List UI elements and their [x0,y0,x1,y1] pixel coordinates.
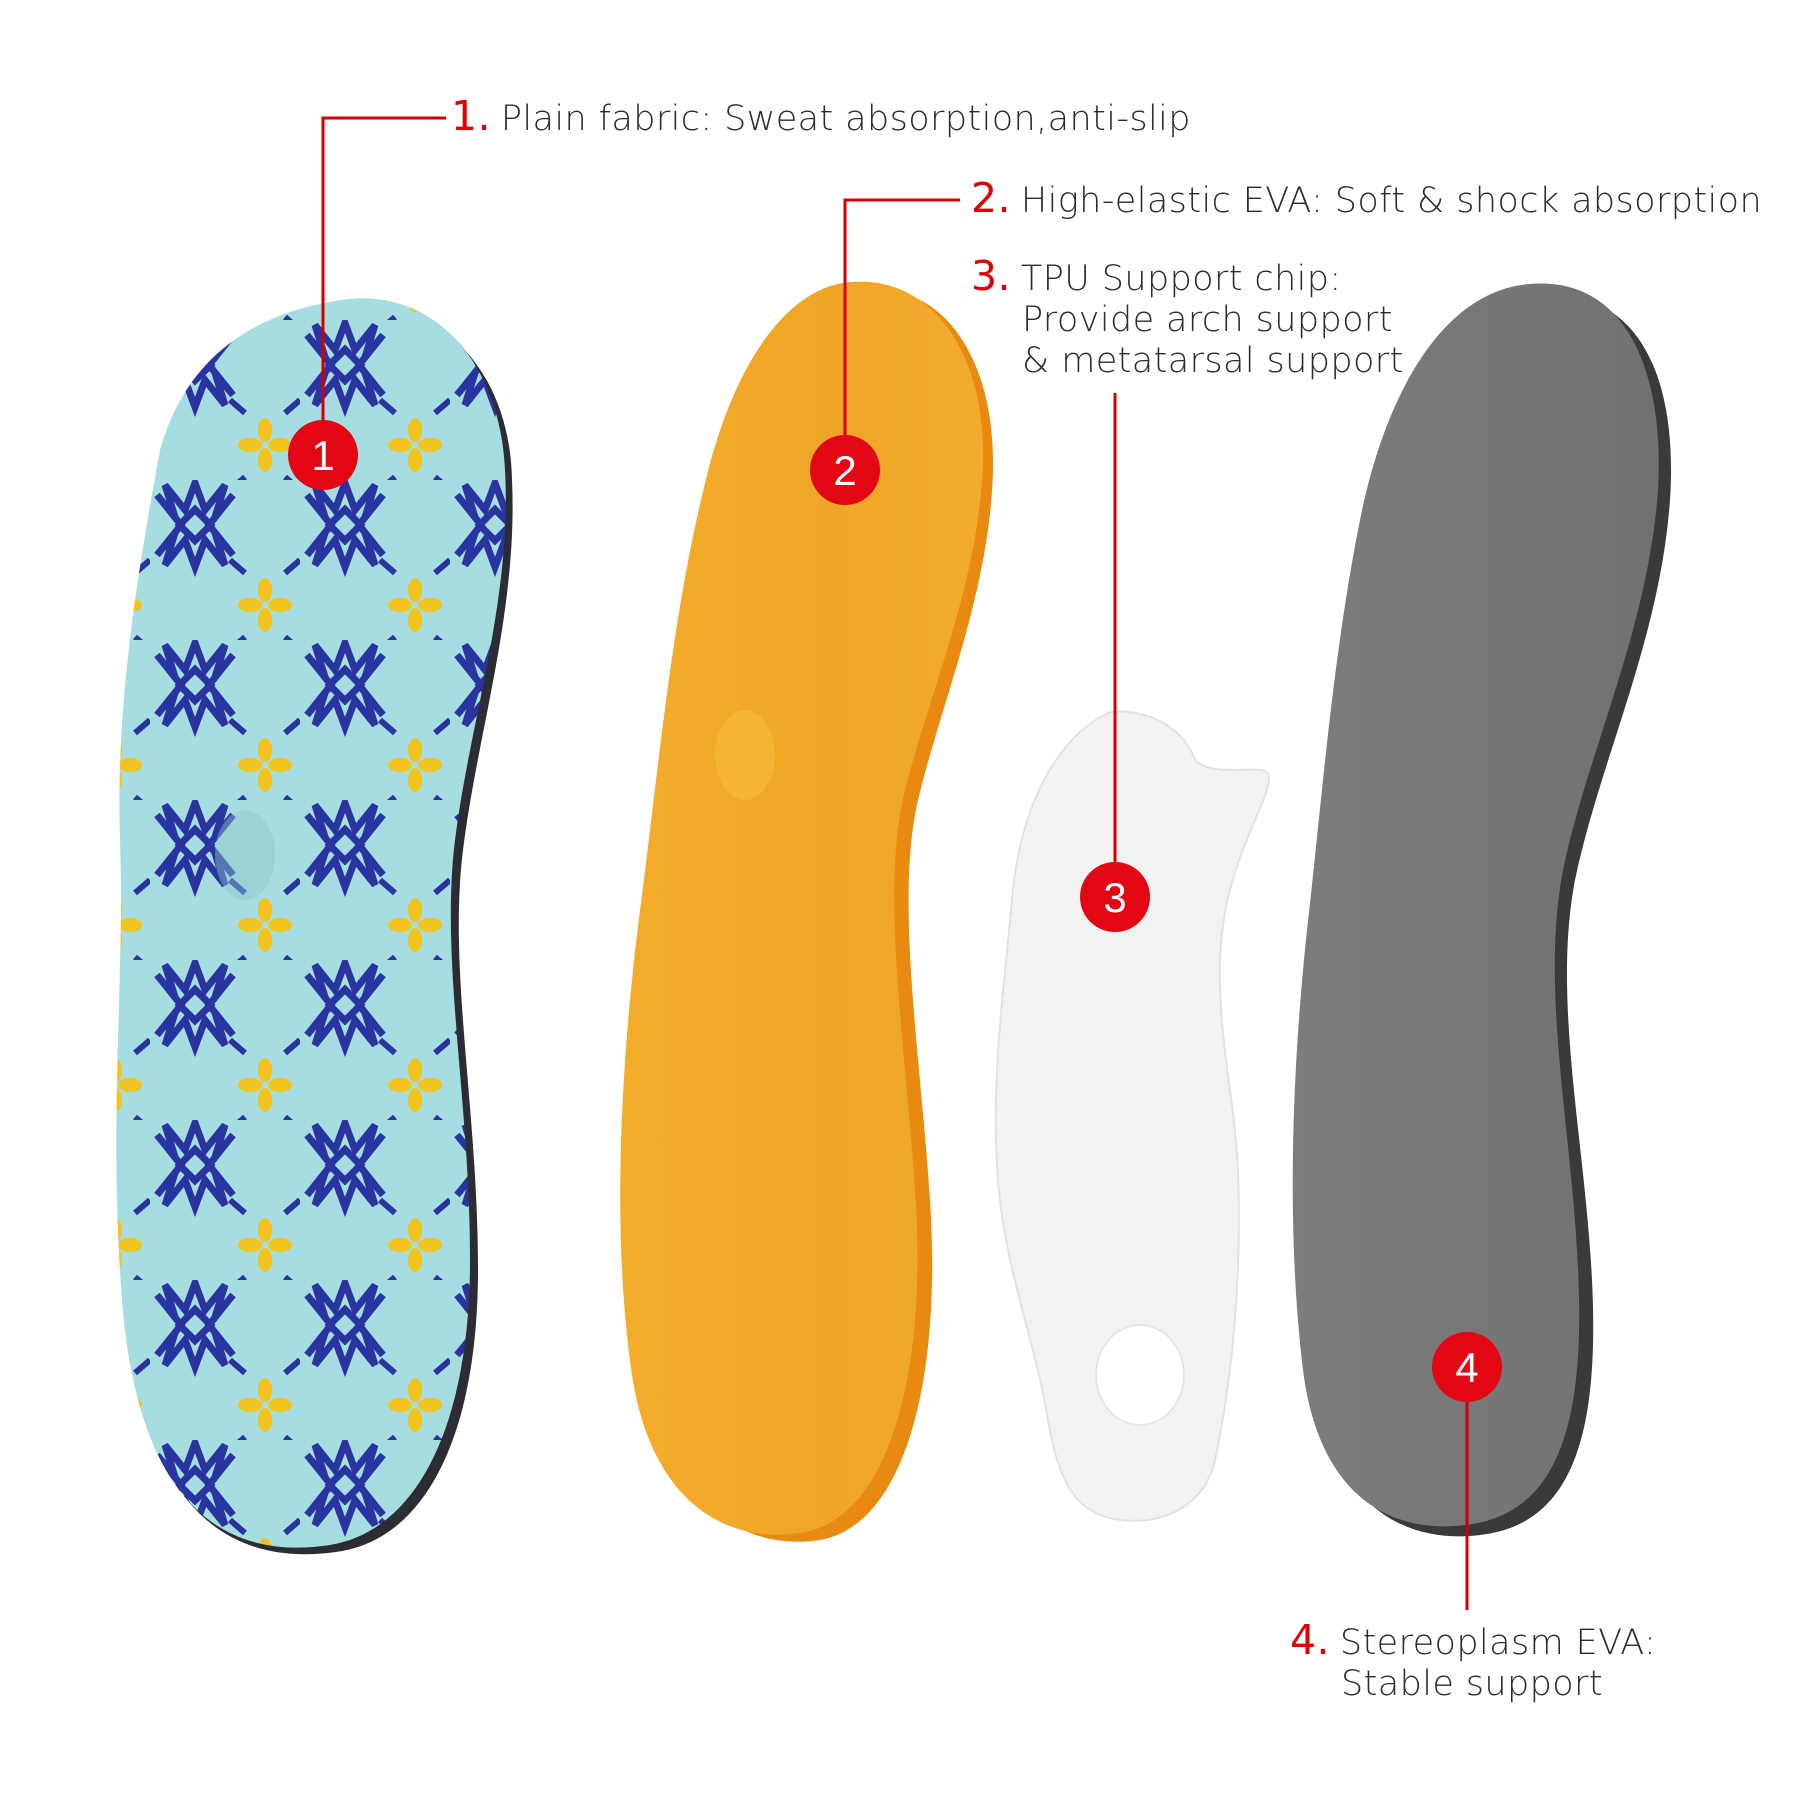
patterned-fabric-insole [116,298,513,1555]
badge-2-label: 2 [833,447,856,494]
badge-3-label: 3 [1103,874,1126,921]
badge-4-label: 4 [1455,1344,1478,1391]
layer-3-line-1: TPU Support chip: [1020,259,1342,299]
gray-eva-base-insole [1292,283,1672,1537]
layer-4-line-1: Stereoplasm EVA: [1339,1623,1657,1663]
layer-3-line-2: Provide arch support [1022,300,1393,340]
tpu-support-chip [994,710,1270,1522]
layer-2-line-1: High-elastic EVA: Soft & shock absorptio… [1020,181,1763,221]
badge-1-label: 1 [311,432,334,479]
leader-line-2 [843,198,960,470]
orange-eva-insole [620,281,994,1542]
layer-2-number: 2. [971,174,1011,222]
layer-3-line-3: & metatarsal support [1022,341,1404,381]
layer-1-number: 1. [451,92,491,140]
leader-lines [321,116,1469,1610]
layer-3-number: 3. [971,252,1011,300]
layer-4-label: 4.Stereoplasm EVA: Stable support [1290,1620,1656,1705]
layer-4-line-2: Stable support [1341,1664,1603,1704]
badge-4: 4 [1432,1332,1502,1402]
badge-1: 1 [288,420,358,490]
layer-2-label: 2.High-elastic EVA: Soft & shock absorpt… [971,178,1762,222]
badge-3: 3 [1080,862,1150,932]
layer-1-label: 1.Plain fabric: Sweat absorption,anti-sl… [451,96,1191,140]
layer-3-label: 3.TPU Support chip: Provide arch support… [971,256,1404,382]
layer-1-line-1: Plain fabric: Sweat absorption,anti-slip [500,99,1191,139]
leader-line-1 [321,116,446,448]
layer-4-number: 4. [1290,1616,1330,1664]
badge-2: 2 [810,435,880,505]
